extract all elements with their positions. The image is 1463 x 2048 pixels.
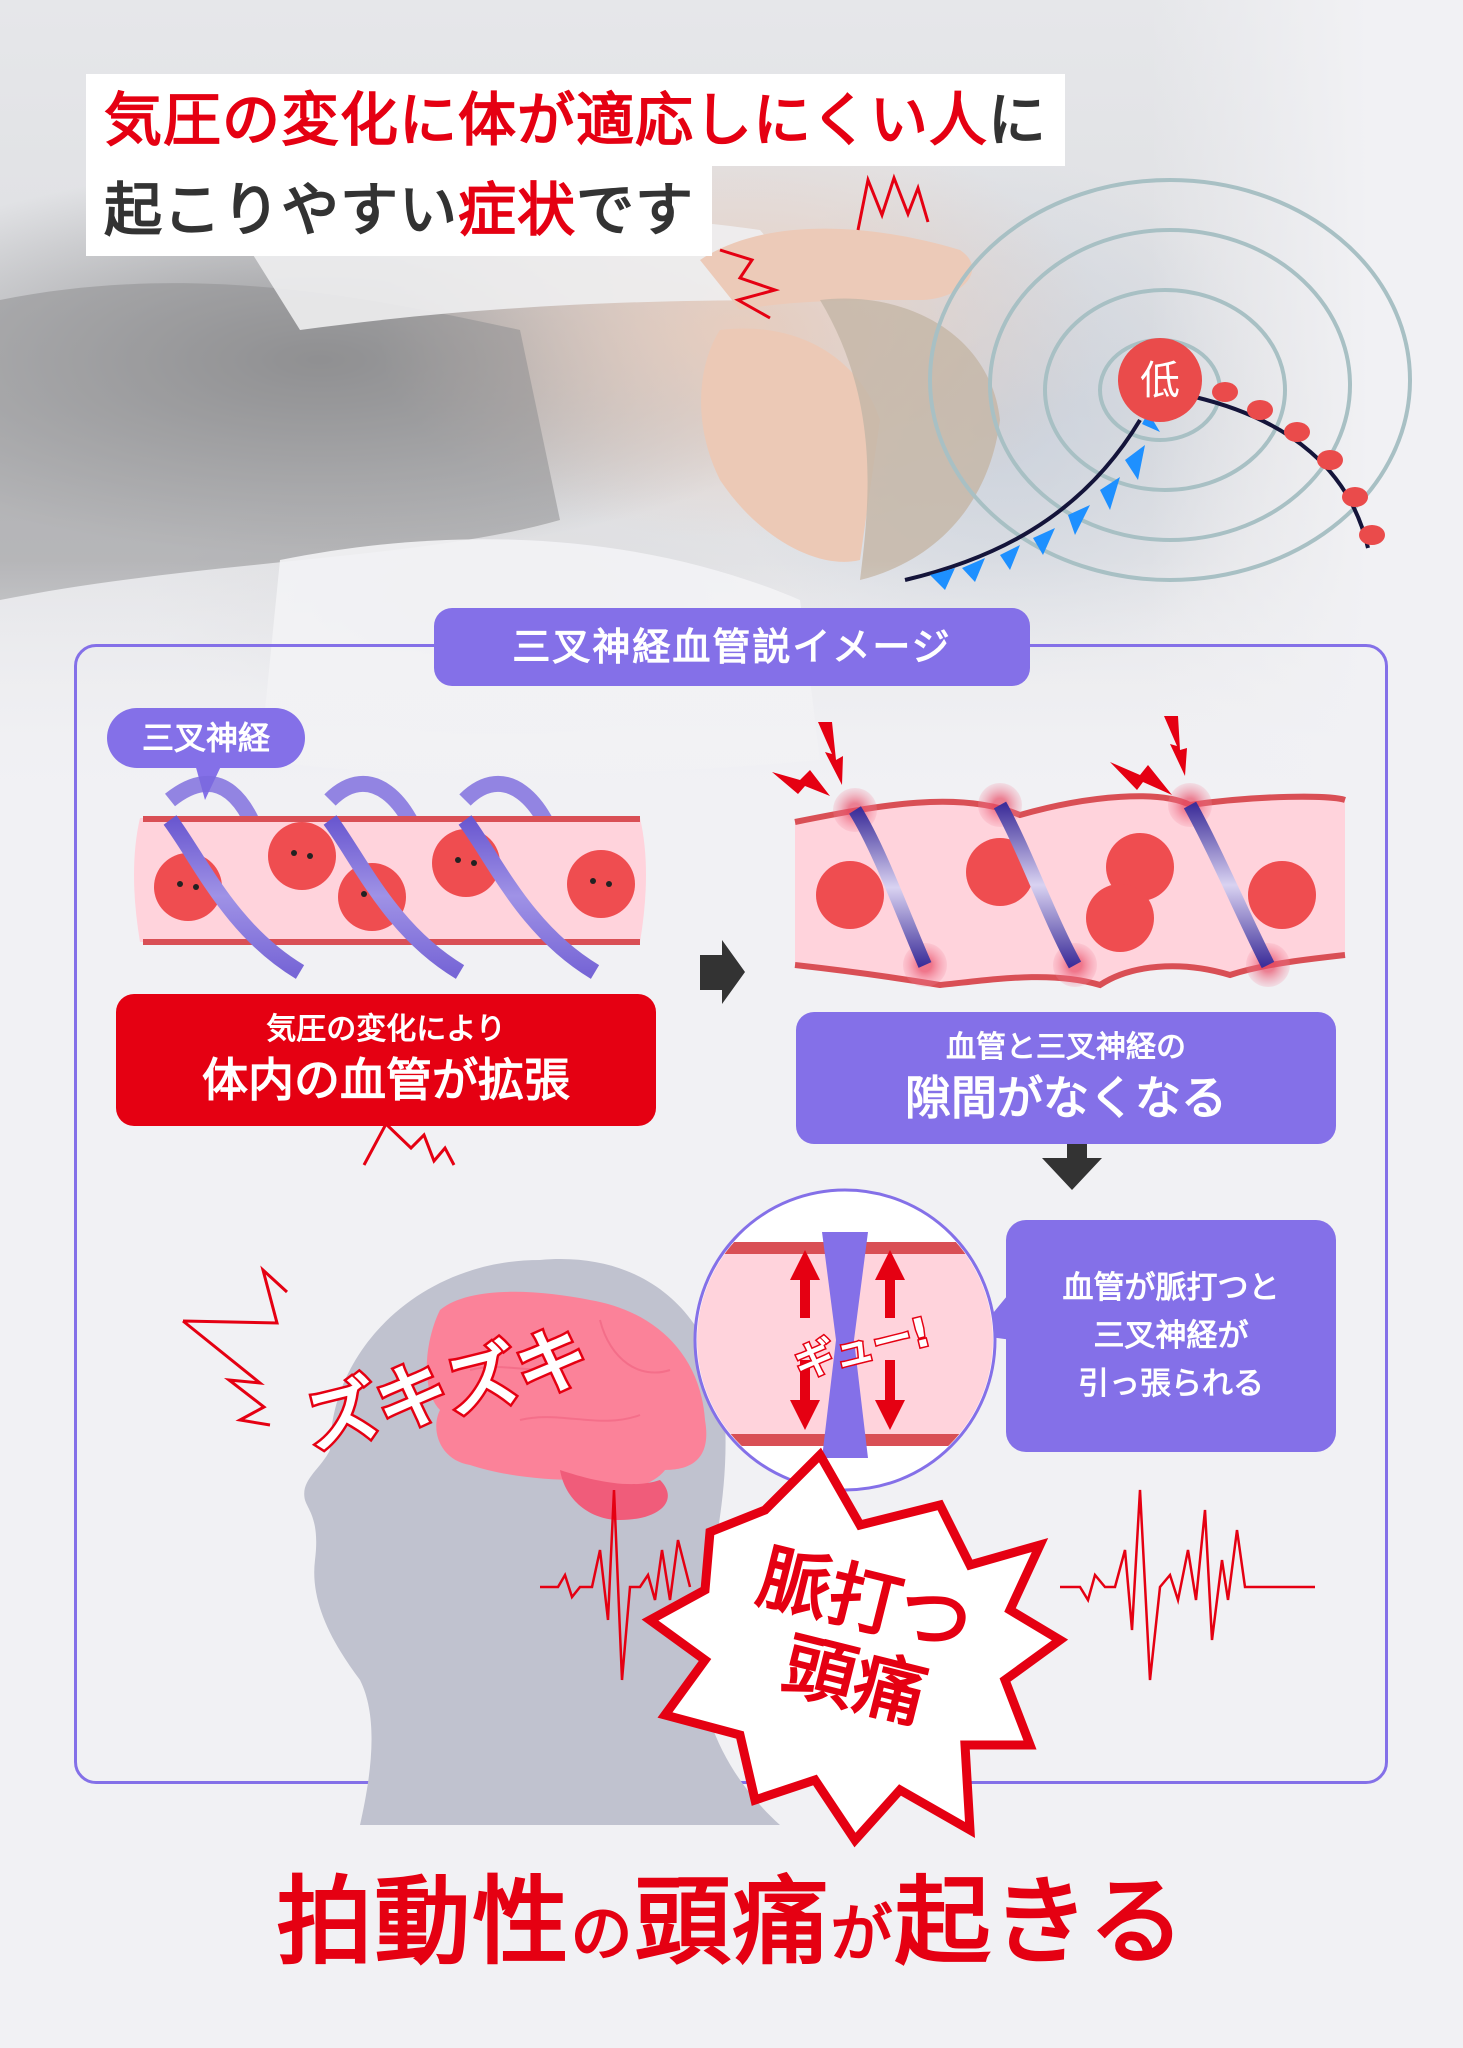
nerve-label-bubble: 三叉神経 [107,708,305,768]
brain [426,1291,707,1491]
step2-sub: 血管と三叉神経の [946,1030,1186,1065]
headline-line-1-red: 気圧の変化に体が適応しにくい人 [104,86,988,154]
bottom-title-part2: の [570,1897,635,1970]
vessel-dilated [772,716,1346,989]
low-pressure-label: 低 [1140,358,1180,404]
burst-shape [641,1447,1069,1848]
headline-line-2-dark-b: です [576,176,695,244]
headline-line-1-dark: に [987,86,1047,154]
bottom-title-part3: 頭痛 [634,1866,831,1978]
step1-box: 気圧の変化により 体内の血管が拡張 [116,994,656,1126]
bottom-title-part4: が [830,1897,895,1970]
lightning-icons [772,716,1187,796]
bottom-title-part1: 拍動性 [276,1866,571,1978]
ecg-line-right [1060,1489,1315,1681]
headline-line-2-dark-a: 起こりやすい [104,176,459,244]
photo-fade-right [1150,0,1463,820]
low-pressure-marker [1118,338,1202,422]
vessel-normal [134,775,646,979]
step2-box: 血管と三叉神経の 隙間がなくなる [796,1012,1336,1144]
arrow-down-icon [1042,1142,1102,1190]
step3-callout: 血管が脈打つと 三叉神経が 引っ張られる [1006,1220,1336,1452]
step2-main: 隙間がなくなる [905,1071,1227,1125]
bottom-title: 拍動性の頭痛が起きる [0,1862,1463,1994]
warm-front-line [1194,395,1370,549]
diagram-title: 三叉神経血管説イメージ [434,608,1030,686]
headline-line-1: 気圧の変化に体が適応しにくい人に [86,74,1065,166]
ecg-line-left [540,1489,692,1681]
step3-line-3: 引っ張られる [1078,1366,1264,1402]
step1-main: 体内の血管が拡張 [202,1053,570,1107]
warm-front-semicircles [1212,382,1385,545]
step3-line-2: 三叉神経が [1093,1318,1249,1354]
headline-line-2-red: 症状 [458,176,577,244]
step1-sub: 気圧の変化により [266,1012,506,1047]
cold-front-line [904,418,1142,582]
step3-line-1: 血管が脈打つと [1062,1270,1280,1306]
arrow-right-icon [700,940,745,1004]
headline-line-2: 起こりやすい症状です [86,164,713,256]
zoom-circle [693,1188,997,1492]
bottom-title-part5: 起きる [894,1866,1187,1978]
